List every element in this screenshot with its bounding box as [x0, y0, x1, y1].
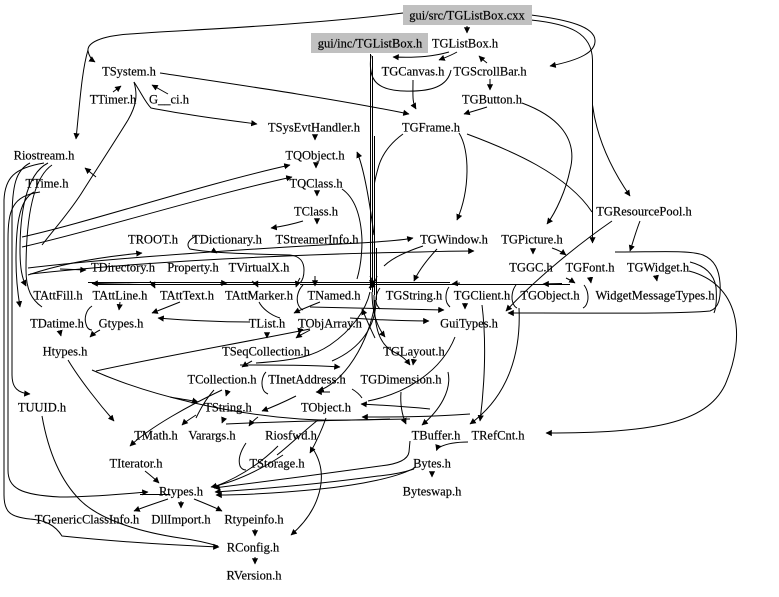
svg-text:Gtypes.h: Gtypes.h: [99, 317, 145, 331]
svg-text:Htypes.h: Htypes.h: [43, 345, 89, 359]
svg-text:TSeqCollection.h: TSeqCollection.h: [222, 345, 311, 359]
svg-text:TGScrollBar.h: TGScrollBar.h: [453, 65, 527, 79]
svg-text:TUUID.h: TUUID.h: [18, 401, 67, 415]
svg-text:DllImport.h: DllImport.h: [151, 513, 211, 527]
svg-text:TGClient.h: TGClient.h: [454, 289, 511, 303]
svg-text:TClass.h: TClass.h: [294, 205, 339, 219]
svg-text:TSysEvtHandler.h: TSysEvtHandler.h: [268, 121, 361, 135]
svg-text:TDictionary.h: TDictionary.h: [192, 233, 262, 247]
svg-text:Byteswap.h: Byteswap.h: [403, 485, 462, 499]
svg-text:TCollection.h: TCollection.h: [187, 373, 257, 387]
svg-text:TGString.h: TGString.h: [386, 289, 443, 303]
svg-text:GuiTypes.h: GuiTypes.h: [440, 317, 499, 331]
svg-text:TSystem.h: TSystem.h: [102, 65, 157, 79]
svg-text:TAttMarker.h: TAttMarker.h: [225, 289, 294, 303]
svg-text:Riosfwd.h: Riosfwd.h: [265, 429, 317, 443]
svg-text:TTime.h: TTime.h: [26, 177, 70, 191]
svg-text:TGWindow.h: TGWindow.h: [420, 233, 489, 247]
svg-text:TGButton.h: TGButton.h: [462, 93, 523, 107]
svg-text:TRefCnt.h: TRefCnt.h: [471, 429, 525, 443]
svg-text:TIterator.h: TIterator.h: [109, 457, 163, 471]
svg-text:TGLayout.h: TGLayout.h: [383, 345, 445, 359]
svg-text:TGResourcePool.h: TGResourcePool.h: [596, 205, 692, 219]
svg-text:TObjArray.h: TObjArray.h: [298, 317, 363, 331]
svg-text:TString.h: TString.h: [204, 401, 252, 415]
svg-text:TAttLine.h: TAttLine.h: [93, 289, 149, 303]
svg-text:TAttText.h: TAttText.h: [160, 289, 215, 303]
svg-text:TGCanvas.h: TGCanvas.h: [382, 65, 446, 79]
svg-text:TGWidget.h: TGWidget.h: [627, 261, 690, 275]
svg-text:gui/src/TGListBox.cxx: gui/src/TGListBox.cxx: [409, 9, 525, 23]
svg-text:TNamed.h: TNamed.h: [307, 289, 361, 303]
svg-text:TGFont.h: TGFont.h: [566, 261, 616, 275]
svg-text:Bytes.h: Bytes.h: [413, 457, 452, 471]
svg-text:TGPicture.h: TGPicture.h: [501, 233, 563, 247]
svg-text:TStreamerInfo.h: TStreamerInfo.h: [276, 233, 360, 247]
svg-text:TMath.h: TMath.h: [134, 429, 178, 443]
svg-text:gui/inc/TGListBox.h: gui/inc/TGListBox.h: [318, 37, 423, 51]
svg-text:TList.h: TList.h: [249, 317, 286, 331]
svg-text:Rtypeinfo.h: Rtypeinfo.h: [224, 513, 284, 527]
svg-text:G__ci.h: G__ci.h: [149, 93, 190, 107]
svg-text:TVirtualX.h: TVirtualX.h: [229, 261, 290, 275]
svg-text:TStorage.h: TStorage.h: [249, 457, 305, 471]
svg-text:Property.h: Property.h: [167, 261, 219, 275]
svg-text:RConfig.h: RConfig.h: [227, 541, 280, 555]
svg-text:TDatime.h: TDatime.h: [30, 317, 85, 331]
svg-text:TQClass.h: TQClass.h: [289, 177, 343, 191]
svg-text:TObject.h: TObject.h: [301, 401, 352, 415]
svg-text:TROOT.h: TROOT.h: [128, 233, 179, 247]
svg-text:TGDimension.h: TGDimension.h: [361, 373, 443, 387]
svg-text:TGListBox.h: TGListBox.h: [432, 37, 499, 51]
svg-text:TGFrame.h: TGFrame.h: [402, 121, 461, 135]
svg-text:TTimer.h: TTimer.h: [90, 93, 137, 107]
svg-text:Rtypes.h: Rtypes.h: [159, 485, 204, 499]
svg-text:TGenericClassInfo.h: TGenericClassInfo.h: [35, 513, 140, 527]
svg-text:TGGC.h: TGGC.h: [509, 261, 553, 275]
svg-text:TInetAddress.h: TInetAddress.h: [268, 373, 346, 387]
svg-text:TAttFill.h: TAttFill.h: [33, 289, 83, 303]
svg-text:Varargs.h: Varargs.h: [188, 429, 236, 443]
svg-text:RVersion.h: RVersion.h: [227, 569, 283, 583]
svg-text:TGObject.h: TGObject.h: [520, 289, 580, 303]
svg-text:TQObject.h: TQObject.h: [285, 149, 345, 163]
svg-text:TBuffer.h: TBuffer.h: [412, 429, 461, 443]
svg-text:TDirectory.h: TDirectory.h: [91, 261, 156, 275]
svg-text:Riostream.h: Riostream.h: [14, 149, 76, 163]
svg-text:WidgetMessageTypes.h: WidgetMessageTypes.h: [595, 289, 715, 303]
